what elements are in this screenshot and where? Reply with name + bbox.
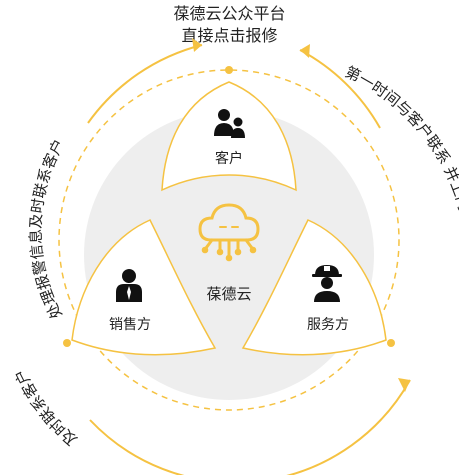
dashed-orbit xyxy=(58,69,400,411)
outer-arc-right-arrowhead xyxy=(300,44,310,58)
petal-sales xyxy=(71,219,217,356)
node-label-service: 服务方 xyxy=(307,317,349,333)
outer-arc-right xyxy=(299,49,381,129)
top-title-line1: 葆德云公众平台 xyxy=(173,4,286,23)
center-label: 葆德云 xyxy=(206,285,252,303)
orbit-dot-left xyxy=(63,339,71,347)
petal-service xyxy=(241,219,387,356)
node-label-customer: 客户 xyxy=(215,151,243,167)
outer-arc-bottom-arrowhead xyxy=(398,378,410,392)
customer-group-icon xyxy=(214,109,245,138)
orbit-dot-right xyxy=(387,339,395,347)
top-title-line2: 直接点击报修 xyxy=(181,26,278,45)
outer-arc-left xyxy=(87,44,203,124)
cloud-chip-icon xyxy=(198,203,260,262)
arc-text-left: 处理报警信息及时联系客户 xyxy=(27,136,69,321)
arc-text-bottom-left: 及时联系客户 xyxy=(11,366,81,449)
outer-arc-left-arrowhead xyxy=(192,38,202,52)
service-worker-icon xyxy=(312,265,342,302)
outer-arc-bottom xyxy=(89,379,411,475)
node-label-sales: 销售方 xyxy=(109,317,151,333)
orbit-dot-top xyxy=(225,66,233,74)
salesperson-icon xyxy=(116,269,142,302)
